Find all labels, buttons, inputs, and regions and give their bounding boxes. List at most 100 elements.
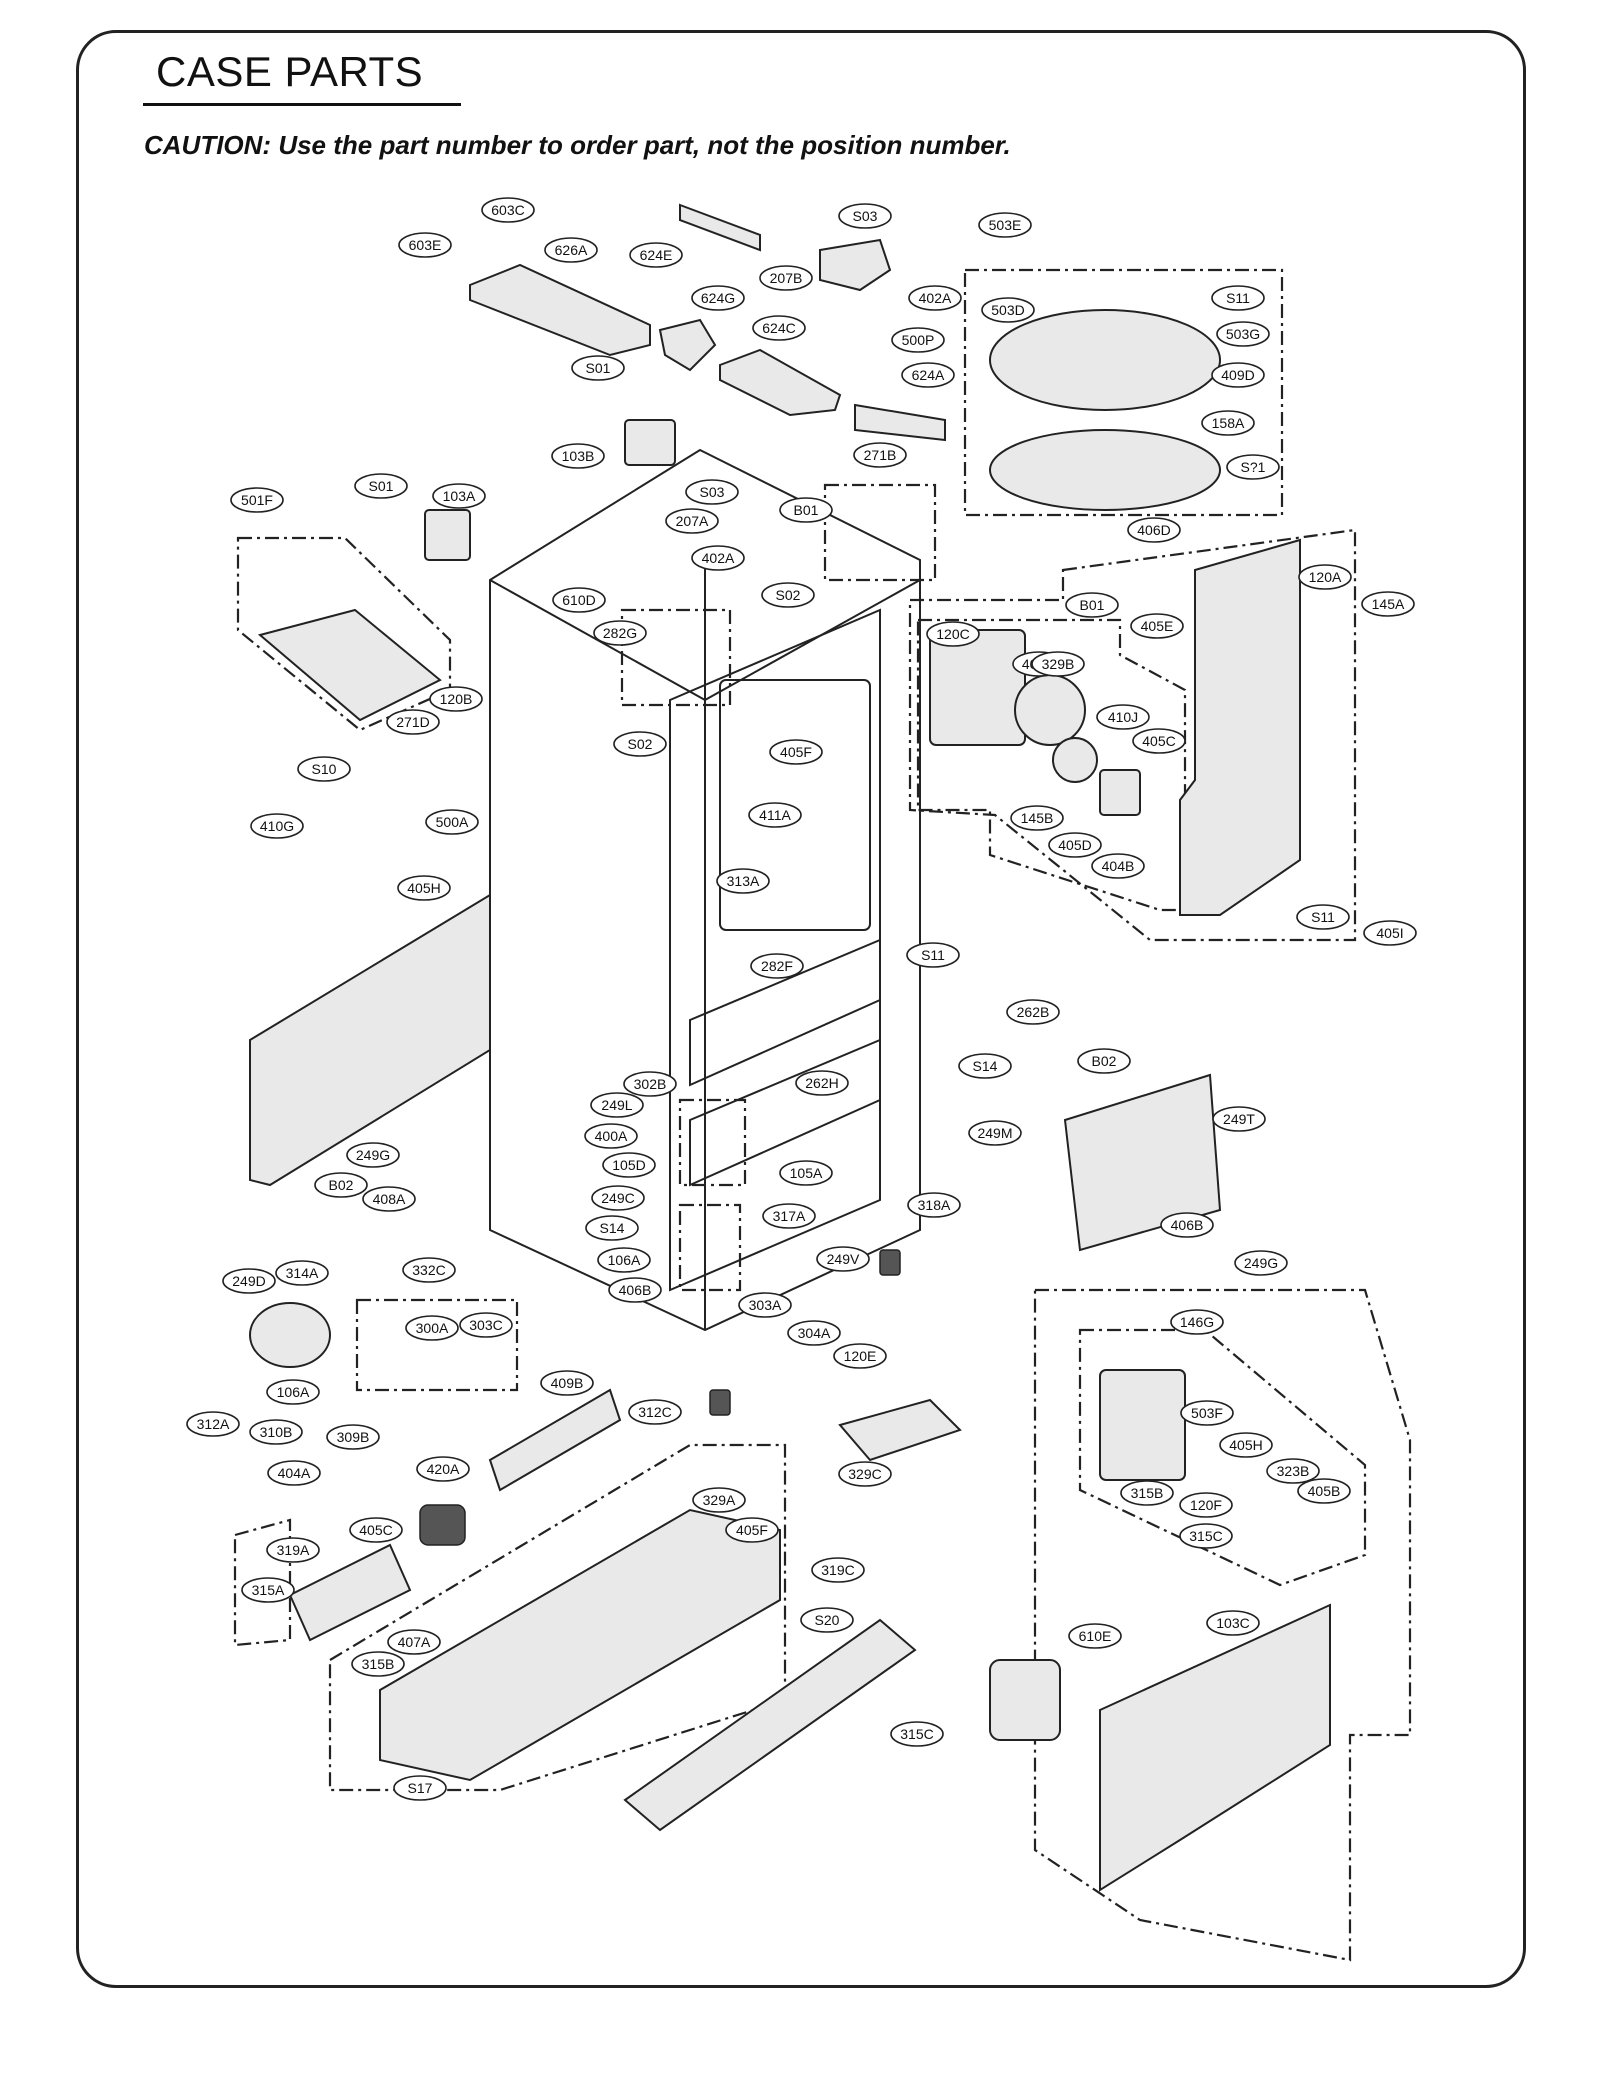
callout-label: 300A (416, 1320, 449, 1336)
callout-bubble (590, 1092, 644, 1118)
callout-bubble (1211, 362, 1265, 388)
filter-cover-624c (719, 348, 842, 417)
callout-bubble (762, 1203, 816, 1229)
heat-exchanger-323b (419, 1504, 466, 1546)
callout-bubble (186, 1411, 240, 1437)
callout-label: 400A (595, 1128, 628, 1144)
callout-bubble (241, 1577, 295, 1603)
callout-bubble (691, 545, 745, 571)
callout-317a: 317A (762, 1203, 816, 1229)
callout-103c: 103C (1206, 1610, 1260, 1636)
callout-bubble (628, 1399, 682, 1425)
callout-bubble (1031, 651, 1085, 677)
callout-label: 406B (1171, 1217, 1204, 1233)
callout-249c: 249C (591, 1185, 645, 1211)
callout-label: 405I (1376, 925, 1403, 941)
callout-label: 409D (1221, 367, 1254, 383)
callout-bubble (1211, 285, 1265, 311)
callout-bubble (230, 487, 284, 513)
callout-282g: 282G (593, 620, 647, 646)
callout-271b: 271B (853, 442, 907, 468)
callout-label: S03 (700, 484, 725, 500)
filter-head-624g (658, 318, 717, 372)
callout-bubble (752, 315, 806, 341)
callout-405i: 405I (1363, 920, 1417, 946)
callout-bubble (800, 1607, 854, 1633)
callout-bubble (1065, 592, 1119, 618)
front-cover-103c (623, 1618, 917, 1832)
callout-s17: S17 (393, 1775, 447, 1801)
callout-332c: 332C (402, 1257, 456, 1283)
group-outline-249 (678, 1098, 747, 1292)
callout-label: 106A (277, 1384, 310, 1400)
callout-s11: S11 (1296, 904, 1350, 930)
callout-bubble (386, 709, 440, 735)
callout-s01: S01 (354, 473, 408, 499)
callout-411a: 411A (748, 802, 802, 828)
callout-262b: 262B (1006, 999, 1060, 1025)
callout-bubble (629, 242, 683, 268)
callout-bubble (1212, 1106, 1266, 1132)
callout-bubble (481, 197, 535, 223)
callout-label: 106A (608, 1252, 641, 1268)
callout-bubble (811, 1557, 865, 1583)
callout-120a: 120A (1298, 564, 1352, 590)
callout-bubble (1130, 613, 1184, 639)
callout-bubble (787, 1320, 841, 1346)
callout-bubble (393, 1775, 447, 1801)
callout-624g: 624G (691, 285, 745, 311)
cabinet-body (489, 448, 921, 1332)
callout-bubble (387, 1629, 441, 1655)
callout-label: S?1 (1241, 459, 1266, 475)
callout-bubble (685, 479, 739, 505)
callout-label: 313A (727, 873, 760, 889)
callout-s14: S14 (585, 1215, 639, 1241)
callout-label: 624C (762, 320, 795, 336)
leveling-legs-106a (709, 1249, 901, 1416)
callout-label: 404A (278, 1465, 311, 1481)
callout-label: 501F (241, 492, 273, 508)
callout-bubble (397, 875, 451, 901)
callout-409d: 409D (1211, 362, 1265, 388)
callout-label: 500P (902, 332, 935, 348)
callout-label: 282F (761, 958, 793, 974)
callout-bubble (416, 1456, 470, 1482)
callout-bubble (1077, 1048, 1131, 1074)
group-outline-332c (1033, 1288, 1412, 1962)
callout-bubble (779, 497, 833, 523)
callout-label: 309B (337, 1429, 370, 1445)
callout-label: 323B (1277, 1463, 1310, 1479)
callout-b01: B01 (1065, 592, 1119, 618)
callout-label: 402A (702, 550, 735, 566)
callout-262h: 262H (795, 1070, 849, 1096)
callout-bubble (958, 1053, 1012, 1079)
callout-bubble (540, 1370, 594, 1396)
callout-bubble (585, 1215, 639, 1241)
callout-label: 103B (562, 448, 595, 464)
callout-106a: 106A (597, 1247, 651, 1273)
callout-label: 405C (359, 1522, 392, 1538)
callout-bubble (779, 1160, 833, 1186)
callout-label: 249C (601, 1190, 634, 1206)
callout-404a: 404A (267, 1460, 321, 1486)
callout-bubble (351, 1651, 405, 1677)
callout-label: 310B (260, 1424, 293, 1440)
callout-bubble (249, 1419, 303, 1445)
callout-158a: 158A (1201, 410, 1255, 436)
callout-s1: S?1 (1226, 454, 1280, 480)
callout-label: 249M (977, 1125, 1012, 1141)
callout-label: 624G (701, 290, 735, 306)
callout-624a: 624A (901, 362, 955, 388)
callout-label: 402A (919, 290, 952, 306)
callout-bubble (346, 1142, 400, 1168)
machine-room-cover (1099, 1603, 1331, 1892)
caution-note: CAUTION: Use the part number to order pa… (144, 130, 1011, 160)
fan-bracket-405g (929, 629, 1086, 746)
callout-bubble (593, 620, 647, 646)
callout-bubble (1219, 1432, 1273, 1458)
callout-420a: 420A (416, 1456, 470, 1482)
callout-bubble (1201, 410, 1255, 436)
water-filter-624e (679, 203, 761, 252)
callout-label: 158A (1212, 415, 1245, 431)
callout-bubble (544, 237, 598, 263)
